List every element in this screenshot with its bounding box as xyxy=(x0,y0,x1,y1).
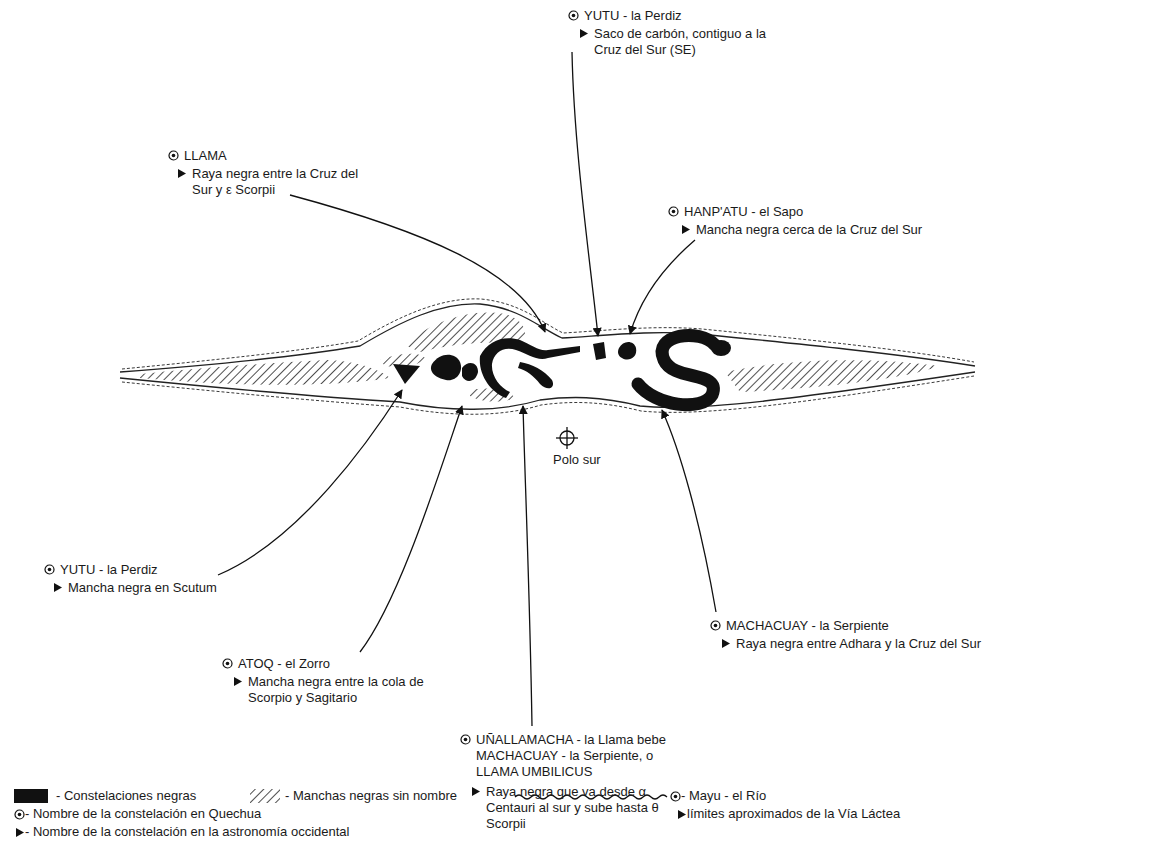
callout-label: Raya negra entre la Cruz del Sur y ε Sco… xyxy=(176,166,361,198)
western-symbol xyxy=(176,168,187,179)
western-name: Mancha negra cerca de la Cruz del Sur xyxy=(696,222,922,238)
hatch-sample xyxy=(250,789,280,803)
quechua-symbol xyxy=(568,10,579,21)
leader-lines xyxy=(218,52,716,726)
legend-text: - Nombre de la constelación en la astron… xyxy=(25,824,349,840)
western-name: Raya negra que va desde α Centauri al su… xyxy=(486,784,695,832)
quechua-symbol xyxy=(14,809,25,820)
quechua-name: ATOQ - el Zorro xyxy=(238,656,330,672)
south-pole-mark xyxy=(556,427,578,449)
legend-text: - Mayu - el Río xyxy=(681,788,766,804)
callout-label: LLAMA xyxy=(168,148,227,164)
legend-text: - Constelaciones negras xyxy=(56,788,196,804)
quechua-name: MACHACUAY - la Serpiente xyxy=(726,618,889,634)
legend-text: límites aproximados de la Vía Láctea xyxy=(687,806,900,822)
milky-way-outline xyxy=(120,299,975,414)
western-name: Mancha negra en Scutum xyxy=(68,580,217,596)
callout-label: Raya negra entre Adhara y la Cruz del Su… xyxy=(720,636,981,652)
callout-label: Raya negra que va desde α Centauri al su… xyxy=(470,784,695,832)
western-symbol xyxy=(680,224,691,235)
quechua-symbol xyxy=(710,620,721,631)
quechua-name: LLAMA xyxy=(184,148,227,164)
western-symbol xyxy=(470,786,481,797)
legend-item: - Mayu - el Río xyxy=(670,788,766,804)
quechua-name: YUTU - la Perdiz xyxy=(584,8,682,24)
western-symbol xyxy=(676,809,687,820)
legend-item: - Manchas negras sin nombre xyxy=(285,788,457,804)
callout-label: ATOQ - el Zorro xyxy=(222,656,330,672)
western-symbol xyxy=(720,638,731,649)
callout-label: MACHACUAY - la Serpiente xyxy=(710,618,889,634)
western-symbol xyxy=(14,827,25,838)
legend-swatch xyxy=(14,789,48,803)
western-name: Raya negra entre Adhara y la Cruz del Su… xyxy=(736,636,981,652)
callout-label: Saco de carbón, contiguo a la Cruz del S… xyxy=(578,26,768,58)
quechua-symbol xyxy=(222,658,233,669)
pole-label: Polo sur xyxy=(553,452,601,468)
serpent-constellation xyxy=(638,335,715,404)
unnamed-dark-patches xyxy=(140,313,940,402)
callout-label: Mancha negra cerca de la Cruz del Sur xyxy=(680,222,922,238)
quechua-name: HANP'ATU - el Sapo xyxy=(684,204,803,220)
western-symbol xyxy=(578,28,589,39)
quechua-symbol xyxy=(670,791,681,802)
quechua-symbol xyxy=(44,564,55,575)
callout-label: Mancha negra en Scutum xyxy=(52,580,217,596)
western-symbol xyxy=(232,676,243,687)
quechua-name: UÑALLAMACHA - la Llama bebe MACHACUAY - … xyxy=(476,732,675,780)
western-name: Raya negra entre la Cruz del Sur y ε Sco… xyxy=(192,166,361,198)
legend-item: límites aproximados de la Vía Láctea xyxy=(676,806,900,822)
quechua-symbol xyxy=(168,150,179,161)
legend-item: - Constelaciones negras xyxy=(14,788,196,804)
western-symbol xyxy=(52,582,63,593)
legend-item: - Nombre de la constelación en la astron… xyxy=(14,824,349,840)
callout-label: YUTU - la Perdiz xyxy=(44,562,158,578)
callout-label: HANP'ATU - el Sapo xyxy=(668,204,803,220)
callout-label: YUTU - la Perdiz xyxy=(568,8,682,24)
callout-label: UÑALLAMACHA - la Llama bebe MACHACUAY - … xyxy=(460,732,675,780)
callout-label: Mancha negra entre la cola de Scorpio y … xyxy=(232,674,457,706)
legend-text: - Nombre de la constelación en Quechua xyxy=(25,806,261,822)
quechua-symbol xyxy=(460,734,471,745)
legend-text: - Manchas negras sin nombre xyxy=(285,788,457,804)
callout-label: Polo sur xyxy=(553,452,601,468)
western-name: Saco de carbón, contiguo a la Cruz del S… xyxy=(594,26,768,58)
quechua-symbol xyxy=(668,206,679,217)
legend-item: - Nombre de la constelación en Quechua xyxy=(14,806,261,822)
western-name: Mancha negra entre la cola de Scorpio y … xyxy=(248,674,457,706)
quechua-name: YUTU - la Perdiz xyxy=(60,562,158,578)
